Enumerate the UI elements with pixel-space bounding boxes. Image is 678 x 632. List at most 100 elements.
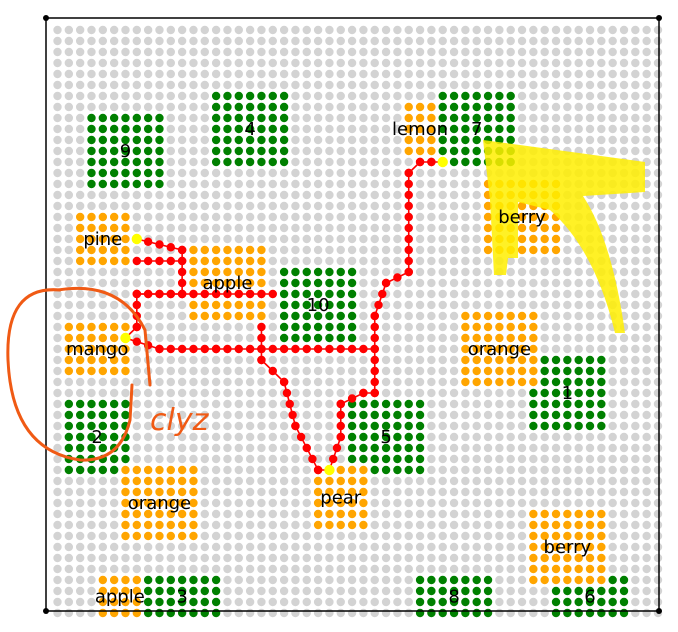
grid-dot xyxy=(472,300,481,310)
grid-dot xyxy=(245,25,255,35)
grid-dot xyxy=(245,388,255,398)
grid-dot xyxy=(585,289,595,299)
region-dot xyxy=(166,597,175,607)
region-dot xyxy=(563,608,572,618)
region-dot xyxy=(211,91,221,101)
grid-dot xyxy=(53,267,62,277)
region-dot xyxy=(245,245,255,255)
grid-dot xyxy=(540,465,549,475)
region-dot xyxy=(121,322,130,332)
region-dot xyxy=(359,509,368,519)
grid-dot xyxy=(495,80,504,90)
region-dot xyxy=(608,575,617,585)
grid-dot xyxy=(551,322,561,332)
grid-dot xyxy=(495,487,504,497)
region-dot xyxy=(313,487,323,497)
grid-dot xyxy=(370,564,379,574)
grid-dot xyxy=(653,377,663,387)
grid-dot xyxy=(574,256,583,266)
region-dot xyxy=(302,322,311,332)
region-dot xyxy=(109,322,119,332)
grid-dot xyxy=(53,113,62,123)
grid-dot xyxy=(517,586,527,596)
grid-dot xyxy=(370,58,379,68)
grid-dot xyxy=(268,542,277,552)
grid-dot xyxy=(427,256,436,266)
region-dot xyxy=(415,443,425,453)
region-dot xyxy=(506,102,515,112)
grid-dot xyxy=(64,520,74,530)
region-dot xyxy=(393,443,402,453)
region-dot xyxy=(517,377,527,387)
grid-dot xyxy=(495,465,504,475)
grid-dot xyxy=(506,289,515,299)
grid-dot xyxy=(393,36,402,46)
grid-dot xyxy=(189,146,198,156)
route-dot xyxy=(347,344,357,354)
grid-dot xyxy=(53,179,62,189)
region-dot xyxy=(223,124,232,134)
grid-dot xyxy=(540,608,549,618)
grid-dot xyxy=(415,322,425,332)
grid-dot xyxy=(551,476,561,486)
grid-dot xyxy=(381,58,391,68)
region-dot xyxy=(574,586,583,596)
grid-dot xyxy=(155,58,164,68)
grid-dot xyxy=(189,168,198,178)
route-dot xyxy=(336,399,345,409)
grid-dot xyxy=(53,256,62,266)
region-dot xyxy=(427,597,436,607)
grid-dot xyxy=(257,531,266,541)
region-dot xyxy=(200,267,209,277)
grid-dot xyxy=(302,553,311,563)
grid-dot xyxy=(438,289,447,299)
grid-dot xyxy=(166,212,175,222)
grid-dot xyxy=(121,36,130,46)
grid-dot xyxy=(313,388,323,398)
grid-dot xyxy=(166,267,175,277)
grid-dot xyxy=(132,212,142,222)
grid-dot xyxy=(189,69,198,79)
grid-dot xyxy=(268,168,277,178)
region-dot xyxy=(87,366,96,376)
grid-dot xyxy=(483,47,493,57)
grid-dot xyxy=(132,410,142,420)
grid-dot xyxy=(279,36,289,46)
region-dot xyxy=(143,124,153,134)
grid-dot xyxy=(506,454,515,464)
grid-dot xyxy=(166,366,175,376)
grid-dot xyxy=(132,366,142,376)
region-dot xyxy=(325,322,334,332)
grid-dot xyxy=(155,267,164,277)
region-dot xyxy=(257,135,266,145)
grid-dot xyxy=(109,531,119,541)
grid-dot xyxy=(404,355,413,365)
grid-dot xyxy=(291,520,300,530)
grid-dot xyxy=(200,476,209,486)
grid-dot xyxy=(313,245,323,255)
region-dot xyxy=(506,322,515,332)
grid-dot xyxy=(415,509,425,519)
grid-dot xyxy=(53,80,62,90)
grid-dot xyxy=(529,443,538,453)
region-dot xyxy=(551,608,561,618)
grid-dot xyxy=(506,520,515,530)
route-dot xyxy=(257,289,266,299)
region-dot xyxy=(279,300,289,310)
grid-dot xyxy=(472,267,481,277)
grid-dot xyxy=(631,564,640,574)
grid-dot xyxy=(359,58,368,68)
grid-dot xyxy=(200,454,209,464)
grid-dot xyxy=(177,25,187,35)
grid-dot xyxy=(438,311,447,321)
grid-dot xyxy=(155,443,164,453)
grid-dot xyxy=(359,322,368,332)
grid-dot xyxy=(291,443,300,453)
region-dot xyxy=(98,234,108,244)
region-dot xyxy=(449,146,459,156)
grid-dot xyxy=(64,190,74,200)
grid-dot xyxy=(563,91,572,101)
grid-dot xyxy=(517,509,527,519)
grid-dot xyxy=(642,344,651,354)
